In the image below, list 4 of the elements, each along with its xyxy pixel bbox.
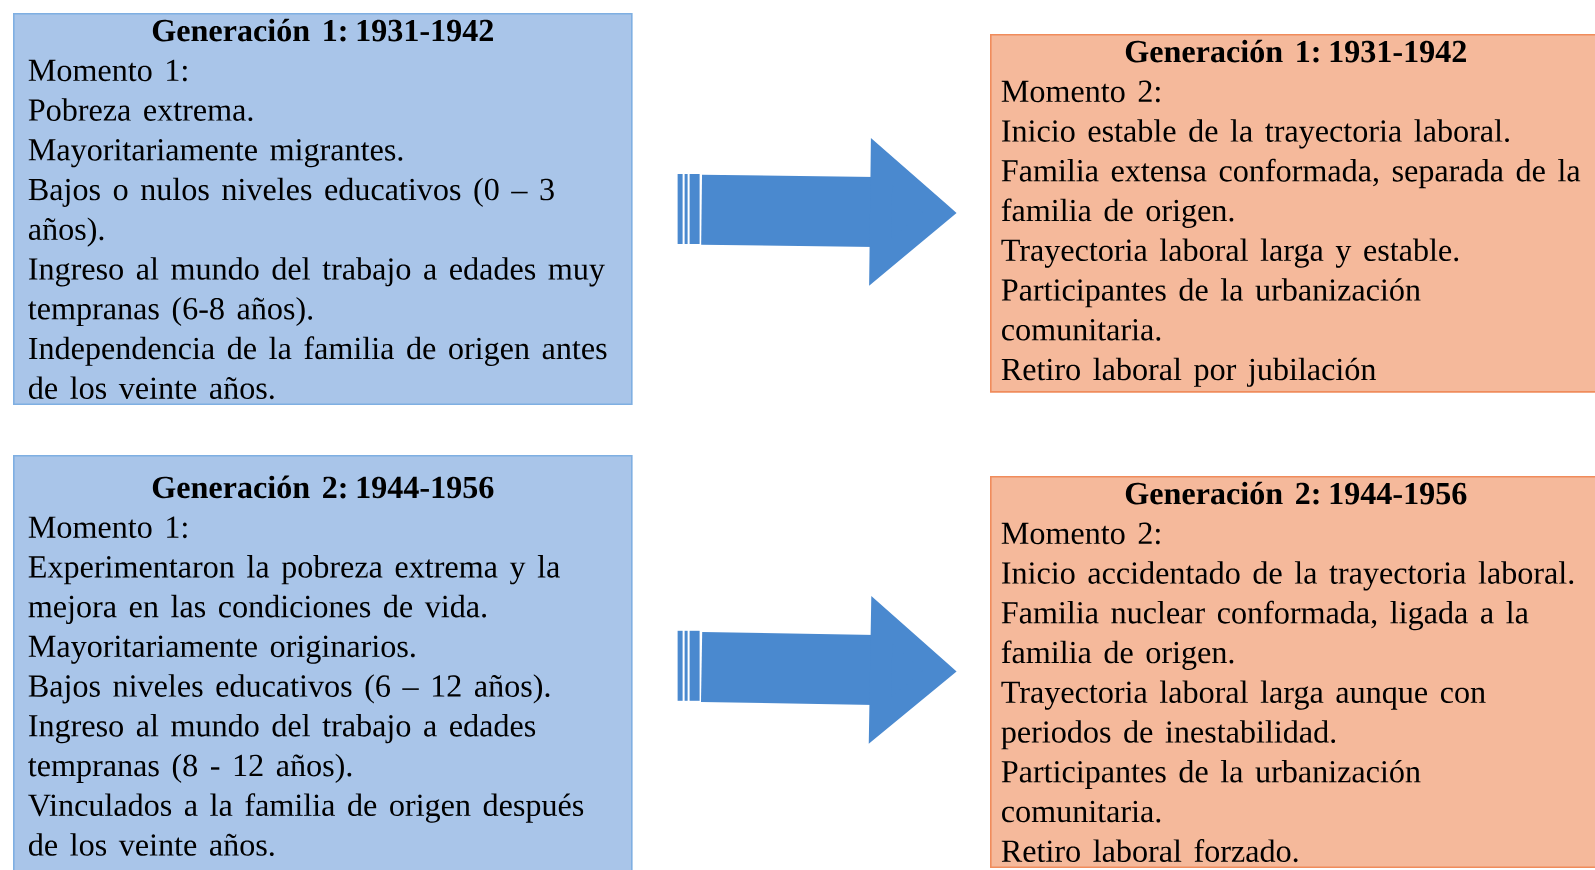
text-box: Generación 1: 1931-1942 Momento 2: Inicio estable de la trayectoria laboral. Familia extensa conformada, separada de la familia de origen. Trayectoria laboral larga y estable. Participantes de la urbanización comunitaria. Retiro laboral por jubilación	[990, 34, 1595, 393]
text-box: Generación 2: 1944-1956 Momento 2: Inicio accidentado de la trayectoria laboral. Familia nuclear conformada, ligada a la familia de origen. Trayectoria laboral larga aunque con periodos de inestabilidad. Participantes de la urbanización comunitaria. Retiro laboral forzado.	[990, 476, 1595, 868]
text-box: Generación 1: 1931-1942 Momento 1: Pobreza extrema. Mayoritariamente migrantes. Bajos o nulos niveles educativos (0 – 3 años). Ingreso al mundo del trabajo a edades muy tempranas (6-8 años). Independencia de la familia de origen antes de los veinte años.	[13, 13, 633, 405]
text-box: Generación 2: 1944-1956 Momento 1: Experimentaron la pobreza extrema y la mejora en las condiciones de vida. Mayoritariamente originarios. Bajos niveles educativos (6 – 12 años). Ingreso al mundo del trabajo a edades tempranas (8 - 12 años). Vinculados a la familia de origen después de los veinte años.	[13, 455, 633, 870]
